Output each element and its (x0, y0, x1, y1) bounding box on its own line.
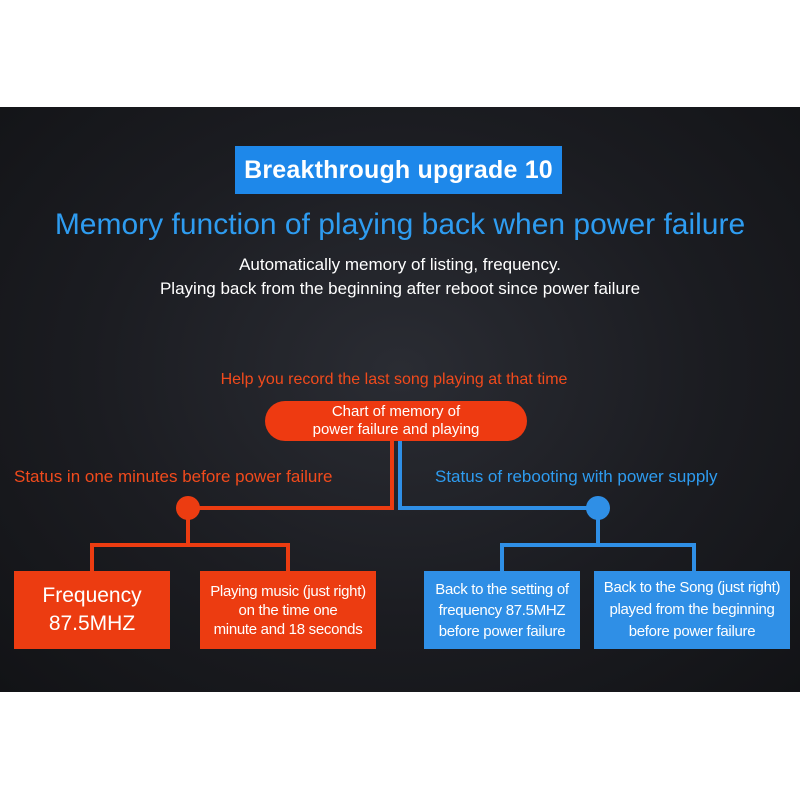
infographic-panel: Breakthrough upgrade 10 Memory function … (0, 107, 800, 692)
back-to-song-box: Back to the Song (just right) played fro… (594, 571, 790, 649)
back-to-frequency-box: Back to the setting of frequency 87.5MHZ… (424, 571, 580, 649)
right-connector (398, 441, 696, 571)
right-branch-label: Status of rebooting with power supply (435, 467, 718, 486)
back-to-frequency-box-line-2: frequency 87.5MHZ (438, 601, 566, 619)
playing-music-box-line-3: minute and 18 seconds (213, 620, 363, 638)
chart-node-line-1: Chart of memory of (331, 403, 461, 420)
subtitle-line-2: Playing back from the beginning after re… (159, 279, 641, 298)
chart-node: Chart of memory of power failure and pla… (265, 401, 527, 441)
back-to-frequency-box-line-3: before power failure (438, 622, 566, 640)
playing-music-box: Playing music (just right) on the time o… (200, 571, 376, 649)
subtitle-line-1: Automatically memory of listing, frequen… (239, 255, 561, 274)
help-text: Help you record the last song playing at… (220, 371, 568, 388)
back-to-song-box-line-1: Back to the Song (just right) (603, 579, 781, 596)
chart-node-line-2: power failure and playing (312, 421, 480, 438)
connector-lines (90, 441, 696, 571)
back-to-song-box-line-3: before power failure (628, 623, 756, 640)
playing-music-box-line-1: Playing music (just right) (210, 582, 366, 600)
upgrade-banner: Breakthrough upgrade 10 (235, 146, 562, 194)
right-node-dot (586, 496, 610, 520)
headline: Memory function of playing back when pow… (54, 208, 746, 241)
playing-music-box-line-2: on the time one (238, 601, 338, 619)
left-node-dot (176, 496, 200, 520)
back-to-song-box-line-2: played from the beginning (609, 601, 775, 618)
frequency-box: Frequency 87.5MHZ (14, 571, 170, 649)
frequency-box-line-1: Frequency (42, 584, 142, 607)
banner-label: Breakthrough upgrade 10 (244, 156, 553, 184)
left-connector (90, 441, 394, 571)
left-branch-label: Status in one minutes before power failu… (14, 467, 333, 486)
back-to-frequency-box-line-1: Back to the setting of (435, 580, 569, 598)
frequency-box-line-2: 87.5MHZ (48, 612, 136, 635)
